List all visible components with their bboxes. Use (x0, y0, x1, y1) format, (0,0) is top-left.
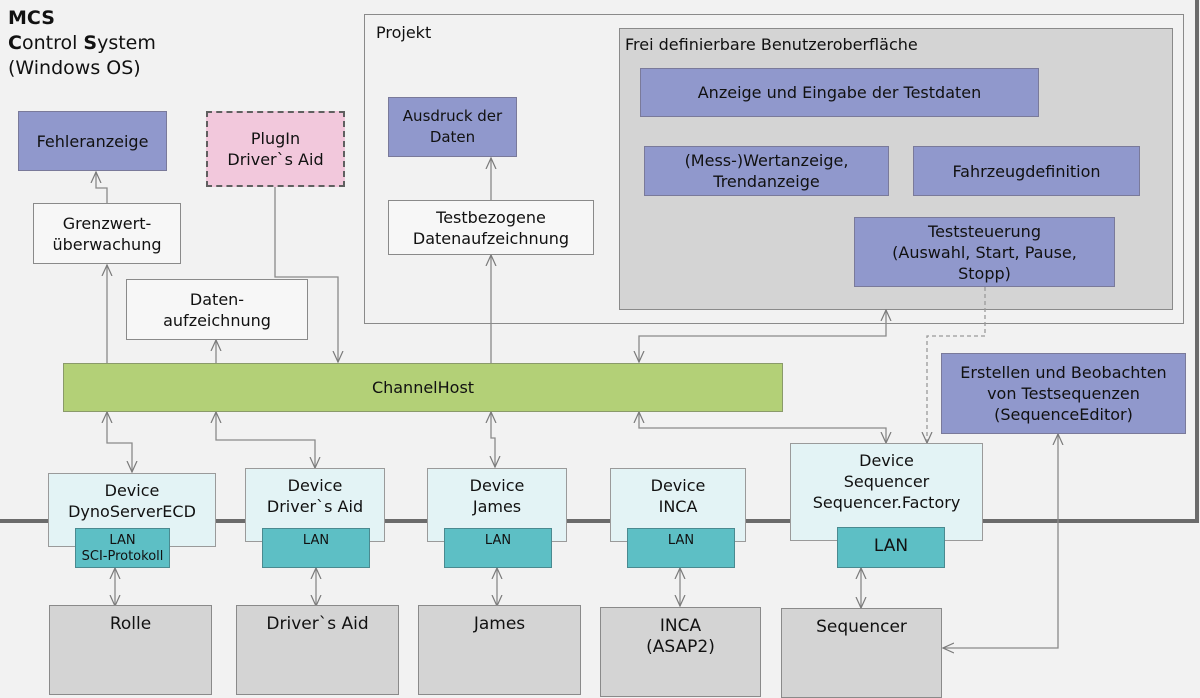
fehleranzeige-box: Fehleranzeige (18, 111, 167, 171)
external-label-line2: (ASAP2) (646, 637, 715, 657)
channelhost-bar: ChannelHost (63, 363, 783, 412)
testbezogen-line2: Datenaufzeichnung (412, 228, 570, 248)
arrow-channelhost-sequencer (639, 412, 886, 443)
device-label-line2: Driver`s Aid (266, 497, 364, 516)
arrow-channelhost-james (491, 412, 495, 467)
testbezogen-line1: Testbezogene (436, 207, 546, 227)
lan-james: LAN (444, 528, 552, 568)
device-label-line2: DynoServerECD (68, 502, 196, 521)
device-label-line1: Device (287, 476, 343, 495)
anzeige-box: Anzeige und Eingabe der Testdaten (640, 68, 1039, 117)
external-james: James (418, 605, 581, 695)
system-title: MCS Control System (Windows OS) (8, 6, 156, 81)
teststeuerung-line2: (Auswahl, Start, Pause, (892, 242, 1077, 262)
device-label-line3: Sequencer.Factory (812, 493, 961, 512)
external-label: Sequencer (816, 617, 907, 637)
external-label: Driver`s Aid (266, 614, 369, 634)
ui-area-label: Frei definierbare Benutzeroberfläche (625, 35, 918, 54)
plugin-label-line2: Driver`s Aid (227, 150, 324, 169)
lan-label: LAN (302, 533, 330, 548)
lan-label: LAN (667, 533, 695, 548)
external-driversaid: Driver`s Aid (236, 605, 399, 695)
teststeuerung-line1: Teststeuerung (928, 221, 1041, 241)
sequence-editor-box: Erstellen und Beobachten von Testsequenze… (941, 353, 1186, 434)
datenaufzeichnung-box: Daten-aufzeichnung (126, 279, 308, 340)
external-inca: INCA(ASAP2) (600, 607, 761, 697)
sequence-editor-line3: (SequenceEditor) (994, 405, 1133, 424)
fahrzeugdefinition-box: Fahrzeugdefinition (913, 146, 1140, 196)
title-os: (Windows OS) (8, 57, 141, 79)
device-label-line1: Device (104, 481, 160, 500)
device-label-line2: INCA (658, 497, 698, 516)
teststeuerung-line3: Stopp) (958, 263, 1011, 283)
grenzwert-line1: Grenzwert- (62, 213, 152, 233)
sequence-editor-line1: Erstellen und Beobachten (960, 363, 1167, 382)
messwert-line2: Trendanzeige (713, 172, 820, 191)
sequence-editor-line2: von Testsequenzen (987, 384, 1140, 403)
arrow-sequenceeditor-sequencer (943, 434, 1058, 648)
device-label-line1: Device (859, 451, 914, 470)
daten-line2: aufzeichnung (163, 310, 271, 330)
arrow-channelhost-dyno (107, 412, 132, 472)
lan-label: LAN (873, 536, 909, 556)
ausdruck-box: Ausdruck der Daten (388, 97, 517, 157)
title-mcs: MCS (8, 7, 55, 29)
teststeuerung-box: Teststeuerung(Auswahl, Start, Pause,Stop… (854, 217, 1115, 287)
external-label: James (473, 614, 526, 634)
arrow-plugin-channelhost (275, 167, 338, 362)
lan-inca: LAN (627, 528, 735, 568)
grenzwert-box: Grenzwert-überwachung (33, 203, 181, 264)
arrow-channelhost-driveraid (216, 412, 315, 468)
channelhost-label: ChannelHost (371, 378, 475, 397)
ausdruck-label: Ausdruck der Daten (402, 107, 503, 146)
messwert-box: (Mess-)Wertanzeige, Trendanzeige (644, 146, 889, 196)
lan-sequencer: LAN (837, 527, 945, 568)
external-label-line1: INCA (659, 616, 702, 636)
arrow-grenzwert-fehleranzeige (96, 172, 108, 203)
grenzwert-line2: überwachung (52, 234, 162, 254)
lan-label: LAN (484, 533, 512, 548)
arrow-teststeuerung-sequencer (927, 287, 986, 443)
lan-protocol-label: SCI-Protokoll (81, 549, 164, 564)
external-label: Rolle (109, 614, 152, 634)
device-label-line2: Sequencer (843, 472, 930, 491)
anzeige-label: Anzeige und Eingabe der Testdaten (697, 83, 982, 102)
device-label-line1: Device (650, 476, 706, 495)
external-rolle: Rolle (49, 605, 212, 695)
daten-line1: Daten- (189, 289, 245, 309)
fehleranzeige-label: Fehleranzeige (36, 131, 149, 151)
projekt-label: Projekt (376, 23, 432, 42)
device-label-line2: James (472, 497, 522, 516)
external-sequencer: Sequencer (781, 608, 942, 698)
lan-label: LAN (109, 533, 136, 548)
device-label-line1: Device (469, 476, 525, 495)
fahrzeug-label: Fahrzeugdefinition (952, 161, 1101, 181)
title-control-system: Control System (8, 32, 156, 54)
messwert-line1: (Mess-)Wertanzeige, (684, 151, 849, 170)
arrow-ui-channelhost (639, 310, 886, 362)
plugin-label-line1: PlugIn (250, 129, 301, 148)
lan-driversaid: LAN (262, 528, 370, 568)
